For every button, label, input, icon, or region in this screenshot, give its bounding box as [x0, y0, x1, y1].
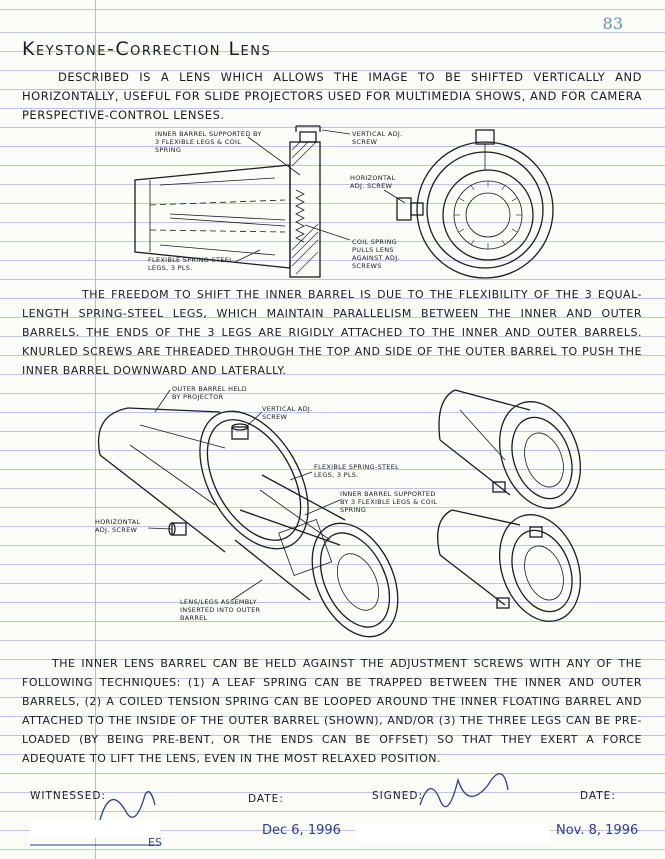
date-label-1: Date: — [248, 793, 284, 805]
intro-paragraph: Described is a lens which allows the ima… — [22, 70, 642, 122]
top-leader-lines — [234, 129, 406, 263]
page-title: Keystone-Correction Lens — [22, 38, 272, 60]
label-inner-barrel: Inner barrel supported by 3 flexible leg… — [155, 130, 262, 154]
label-outer-barrel: Outer barrel held by projector — [172, 385, 247, 401]
witnessed-label: Witnessed: — [30, 790, 106, 802]
label-horizontal-screw-bottom: Horizontal adj. screw — [95, 518, 141, 534]
signed-date: Nov. 8, 1996 — [556, 823, 639, 838]
label-vertical-screw-bottom: Vertical adj. screw — [262, 405, 313, 421]
assembled-view-bottom — [437, 509, 582, 622]
bottom-leader-lines — [147, 389, 341, 601]
label-horizontal-screw-top: Horizontal adj. screw — [350, 174, 396, 190]
label-coil-spring: Coil spring pulls lens against adj. scre… — [352, 238, 400, 270]
end-view — [396, 129, 554, 279]
witness-date: Dec 6, 1996 — [262, 823, 341, 838]
witness-name-fragment: es — [148, 836, 162, 849]
date-label-2: Date: — [580, 790, 616, 802]
page-number: 83 — [602, 14, 623, 33]
body-paragraph-2: The inner lens barrel can be held agains… — [22, 657, 642, 765]
side-section-view — [134, 125, 321, 278]
label-assembly: Lens/legs assembly inserted into outer b… — [180, 598, 261, 622]
assembled-view-top — [438, 389, 582, 509]
label-inner-barrel-bottom: Inner barrel supported by 3 flexible leg… — [340, 490, 438, 514]
margin-line — [95, 0, 96, 859]
signed-label: Signed: — [372, 790, 424, 802]
label-flexible-legs-top: Flexible spring-steel legs, 3 pls. — [148, 256, 234, 272]
label-vertical-screw-top: Vertical adj. screw — [352, 130, 403, 146]
redacted-signed-name — [355, 823, 550, 843]
body-paragraph-1: The freedom to shift the inner barrel is… — [22, 288, 642, 377]
redacted-witness-name — [30, 820, 160, 838]
label-flexible-legs-bottom: Flexible spring-steel legs, 3 pls. — [314, 463, 400, 479]
exploded-view — [97, 407, 399, 638]
